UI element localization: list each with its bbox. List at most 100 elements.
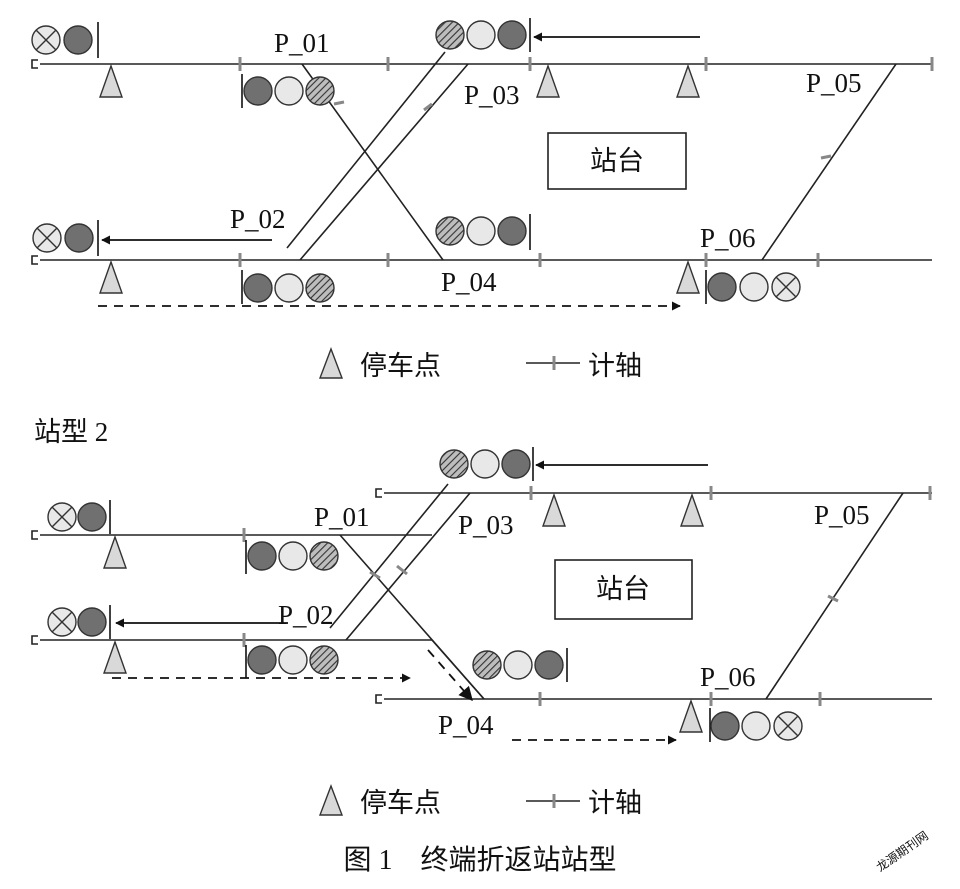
lamp-green-icon xyxy=(466,216,496,246)
lamp-yellow-icon xyxy=(439,449,469,479)
arrow-2-dashed-diagonal xyxy=(427,649,473,702)
signal-2-bottom-mid xyxy=(472,648,568,682)
legend-2: 停车点 计轴 xyxy=(318,784,642,818)
point-label-p02: P_02 xyxy=(230,204,286,234)
stop-triangle-icon xyxy=(103,534,127,569)
signal-2-lower-left xyxy=(47,605,111,639)
signal-upper-right xyxy=(435,18,531,52)
point-label-p05: P_05 xyxy=(806,68,862,98)
stop-triangle-icon xyxy=(676,259,700,294)
lamp-red-icon xyxy=(707,272,737,302)
axle-counters-2 xyxy=(242,486,932,706)
lamp-yellow-icon xyxy=(309,541,339,571)
figure-caption: 图 1 终端折返站站型 xyxy=(343,844,616,876)
point-label-p04: P_04 xyxy=(441,267,497,297)
stop-triangle-icon xyxy=(676,63,700,98)
lamp-green-icon xyxy=(278,645,308,675)
track-2-top-buffer xyxy=(375,488,382,498)
point-label-p06-2: P_06 xyxy=(700,662,756,692)
stop-triangle-icon xyxy=(679,698,703,733)
lamp-yellow-icon xyxy=(435,20,465,50)
watermark-text: 龙源期刊网 xyxy=(874,829,931,875)
crossover-2-lower-p04 xyxy=(431,639,485,700)
legend-axle-counter: 计轴 xyxy=(588,351,642,381)
lamp-red-icon xyxy=(247,541,277,571)
platform-box xyxy=(547,132,687,190)
point-label-p06: P_06 xyxy=(700,223,756,253)
lamp-green-icon xyxy=(466,20,496,50)
lamp-red-icon xyxy=(243,273,273,303)
point-label-p02-2: P_02 xyxy=(278,600,334,630)
point-label-p04-2: P_04 xyxy=(438,710,494,740)
crossover-2-p03-outer xyxy=(329,483,449,629)
station-type-1: 站台 P_01 P_02 P_03 P_04 P_05 P_06 xyxy=(31,18,934,311)
signal-upper-left xyxy=(31,22,99,58)
signal-lower-left xyxy=(32,220,99,256)
lamp-red-icon xyxy=(534,650,564,680)
lower-track-buffer xyxy=(31,255,38,265)
lamp-green-icon xyxy=(274,76,304,106)
signal-2-lower-mid xyxy=(245,645,339,678)
lamp-red-icon xyxy=(77,607,107,637)
stop-triangle-icon xyxy=(99,63,123,98)
signal-lower-mid-upper xyxy=(435,214,531,250)
upper-track-buffer xyxy=(31,59,38,69)
lamp-red-icon xyxy=(497,216,527,246)
lamp-yellow-icon xyxy=(435,216,465,246)
lamp-red-icon xyxy=(243,76,273,106)
signal-lower-mid-lower xyxy=(241,270,335,304)
crossover-2-p03-p02 xyxy=(345,492,471,641)
stop-triangle-icon xyxy=(318,347,344,379)
lamp-green-icon xyxy=(274,273,304,303)
lamp-yellow-icon xyxy=(309,645,339,675)
lamp-green-icon xyxy=(278,541,308,571)
lamp-red-icon xyxy=(77,502,107,532)
crossover-p02-outer xyxy=(286,51,446,249)
track-2-bottom-buffer xyxy=(375,694,382,704)
signal-2-top xyxy=(439,447,534,481)
stop-triangle-icon xyxy=(536,63,560,98)
lamp-yellow-icon xyxy=(472,650,502,680)
point-label-p05-2: P_05 xyxy=(814,500,870,530)
platform-label: 站台 xyxy=(590,146,644,176)
signal-2-upper-mid xyxy=(245,540,339,574)
crossover-2-p05-p06 xyxy=(765,492,904,700)
lamp-green-icon xyxy=(739,272,769,302)
track-2-upper-buffer xyxy=(31,530,38,540)
signal-2-upper-left xyxy=(47,500,111,534)
point-label-p01: P_01 xyxy=(274,28,330,58)
stop-triangle-icon xyxy=(542,492,566,527)
lamp-red-icon xyxy=(247,645,277,675)
lamp-red-icon xyxy=(64,223,94,253)
lamp-yellow-icon xyxy=(305,76,335,106)
crossover-p05-p06 xyxy=(761,63,897,261)
legend-stop-point: 停车点 xyxy=(360,351,441,381)
signal-2-bottom-right xyxy=(709,708,803,742)
point-label-p01-2: P_01 xyxy=(314,502,370,532)
axle-counters-1 xyxy=(238,57,934,267)
stop-triangle-icon xyxy=(318,784,344,816)
signal-lower-right xyxy=(705,270,801,304)
crossover-p03-p02 xyxy=(299,63,469,261)
lamp-green-icon xyxy=(470,449,500,479)
lamp-green-icon xyxy=(503,650,533,680)
lamp-red-icon xyxy=(501,449,531,479)
point-label-p03-2: P_03 xyxy=(458,510,514,540)
lamp-red-icon xyxy=(63,25,93,55)
lamp-yellow-icon xyxy=(305,273,335,303)
legend-stop-point-2: 停车点 xyxy=(360,788,441,818)
track-2-lower-buffer xyxy=(31,635,38,645)
lamp-green-icon xyxy=(741,711,771,741)
point-label-p03: P_03 xyxy=(464,80,520,110)
legend-1: 停车点 计轴 xyxy=(318,347,642,381)
lamp-red-icon xyxy=(710,711,740,741)
stop-triangle-icon xyxy=(680,492,704,527)
stop-triangle-icon xyxy=(103,639,127,674)
platform-box-2 xyxy=(554,559,693,620)
station-type-2-label: 站型 2 xyxy=(34,417,108,447)
stop-triangle-icon xyxy=(99,259,123,294)
legend-axle-counter-2: 计轴 xyxy=(588,788,642,818)
platform-label-2: 站台 xyxy=(596,574,650,604)
station-type-2: 站台 P_01 P_02 P_03 P_04 P_05 P_06 xyxy=(31,447,932,745)
